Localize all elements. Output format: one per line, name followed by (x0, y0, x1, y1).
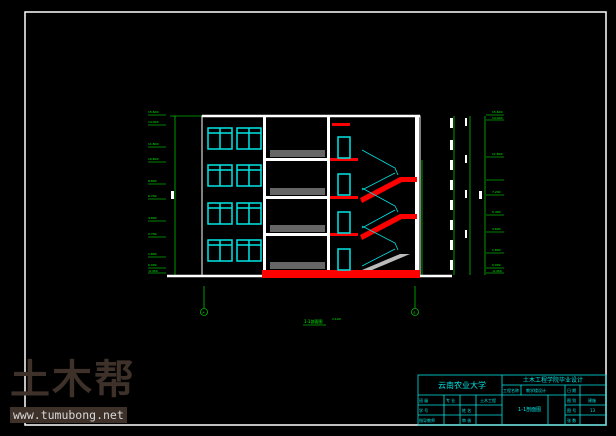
number-label: 图 号 (567, 407, 576, 413)
svg-text:14.400: 14.400 (148, 120, 159, 124)
levels-left: 15.600 14.400 11.800 10.800 8.800 6.700 … (148, 110, 159, 273)
class-label: 班 级 (419, 397, 428, 403)
levels-right: 15.600 14.400 11.800 7.200 5.400 3.600 1… (492, 110, 503, 273)
windows (207, 127, 351, 271)
svg-text:0.000: 0.000 (492, 263, 501, 267)
svg-text:1.800: 1.800 (492, 248, 501, 252)
svg-text:0.000: 0.000 (148, 263, 157, 267)
svg-text:11.800: 11.800 (492, 152, 503, 156)
student-id-label: 学 号 (419, 407, 428, 413)
svg-text:5.400: 5.400 (492, 210, 501, 214)
svg-text:14.400: 14.400 (492, 116, 503, 120)
drawing-title: 1-1剖面图 (304, 318, 323, 324)
project-title: 土木工程学院毕业设计 (523, 376, 583, 384)
name-label: 姓 名 (462, 407, 471, 413)
svg-text:-0.450: -0.450 (492, 269, 502, 273)
major: 土木工程 (480, 397, 496, 403)
type: 建施 (588, 397, 596, 403)
svg-text:7.200: 7.200 (492, 190, 501, 194)
title-block (417, 374, 607, 426)
drawing-scale: 1:100 (332, 317, 341, 321)
advisor-label: 指导教师 (419, 417, 435, 423)
svg-text:1.800: 1.800 (148, 252, 157, 256)
ground-slab (262, 270, 420, 278)
major-label: 专 业 (446, 397, 455, 403)
review-label: 审 核 (462, 417, 471, 423)
svg-text:-0.450: -0.450 (148, 269, 158, 273)
svg-text:11.800: 11.800 (148, 142, 159, 146)
number: 13 (590, 408, 596, 413)
school-name: 云南农业大学 (438, 380, 486, 390)
svg-text:6.700: 6.700 (148, 194, 157, 198)
axis-label-e: E (414, 311, 416, 315)
axis-label-a: A (203, 311, 206, 315)
project-name-label: 工程名称 (503, 387, 519, 393)
svg-text:4.800: 4.800 (148, 216, 157, 220)
svg-text:3.600: 3.600 (492, 227, 501, 231)
svg-text:2.700: 2.700 (148, 232, 157, 236)
svg-text:8.800: 8.800 (148, 179, 157, 183)
svg-text:10.800: 10.800 (148, 157, 159, 161)
svg-text:15.600: 15.600 (492, 110, 503, 114)
sheet-label: 张 数 (567, 417, 576, 423)
drawing-frame (24, 11, 607, 426)
drawing-name: 1-1剖面图 (518, 406, 541, 413)
watermark-logo: 土木帮 (10, 357, 136, 403)
type-label: 图 别 (567, 397, 576, 403)
date-label: 日 期 (567, 387, 576, 393)
section-drawing (148, 114, 504, 326)
watermark-url: www.tumubong.net (10, 407, 127, 423)
svg-text:15.600: 15.600 (148, 110, 159, 114)
project-name: 教学楼设计 (526, 387, 546, 393)
